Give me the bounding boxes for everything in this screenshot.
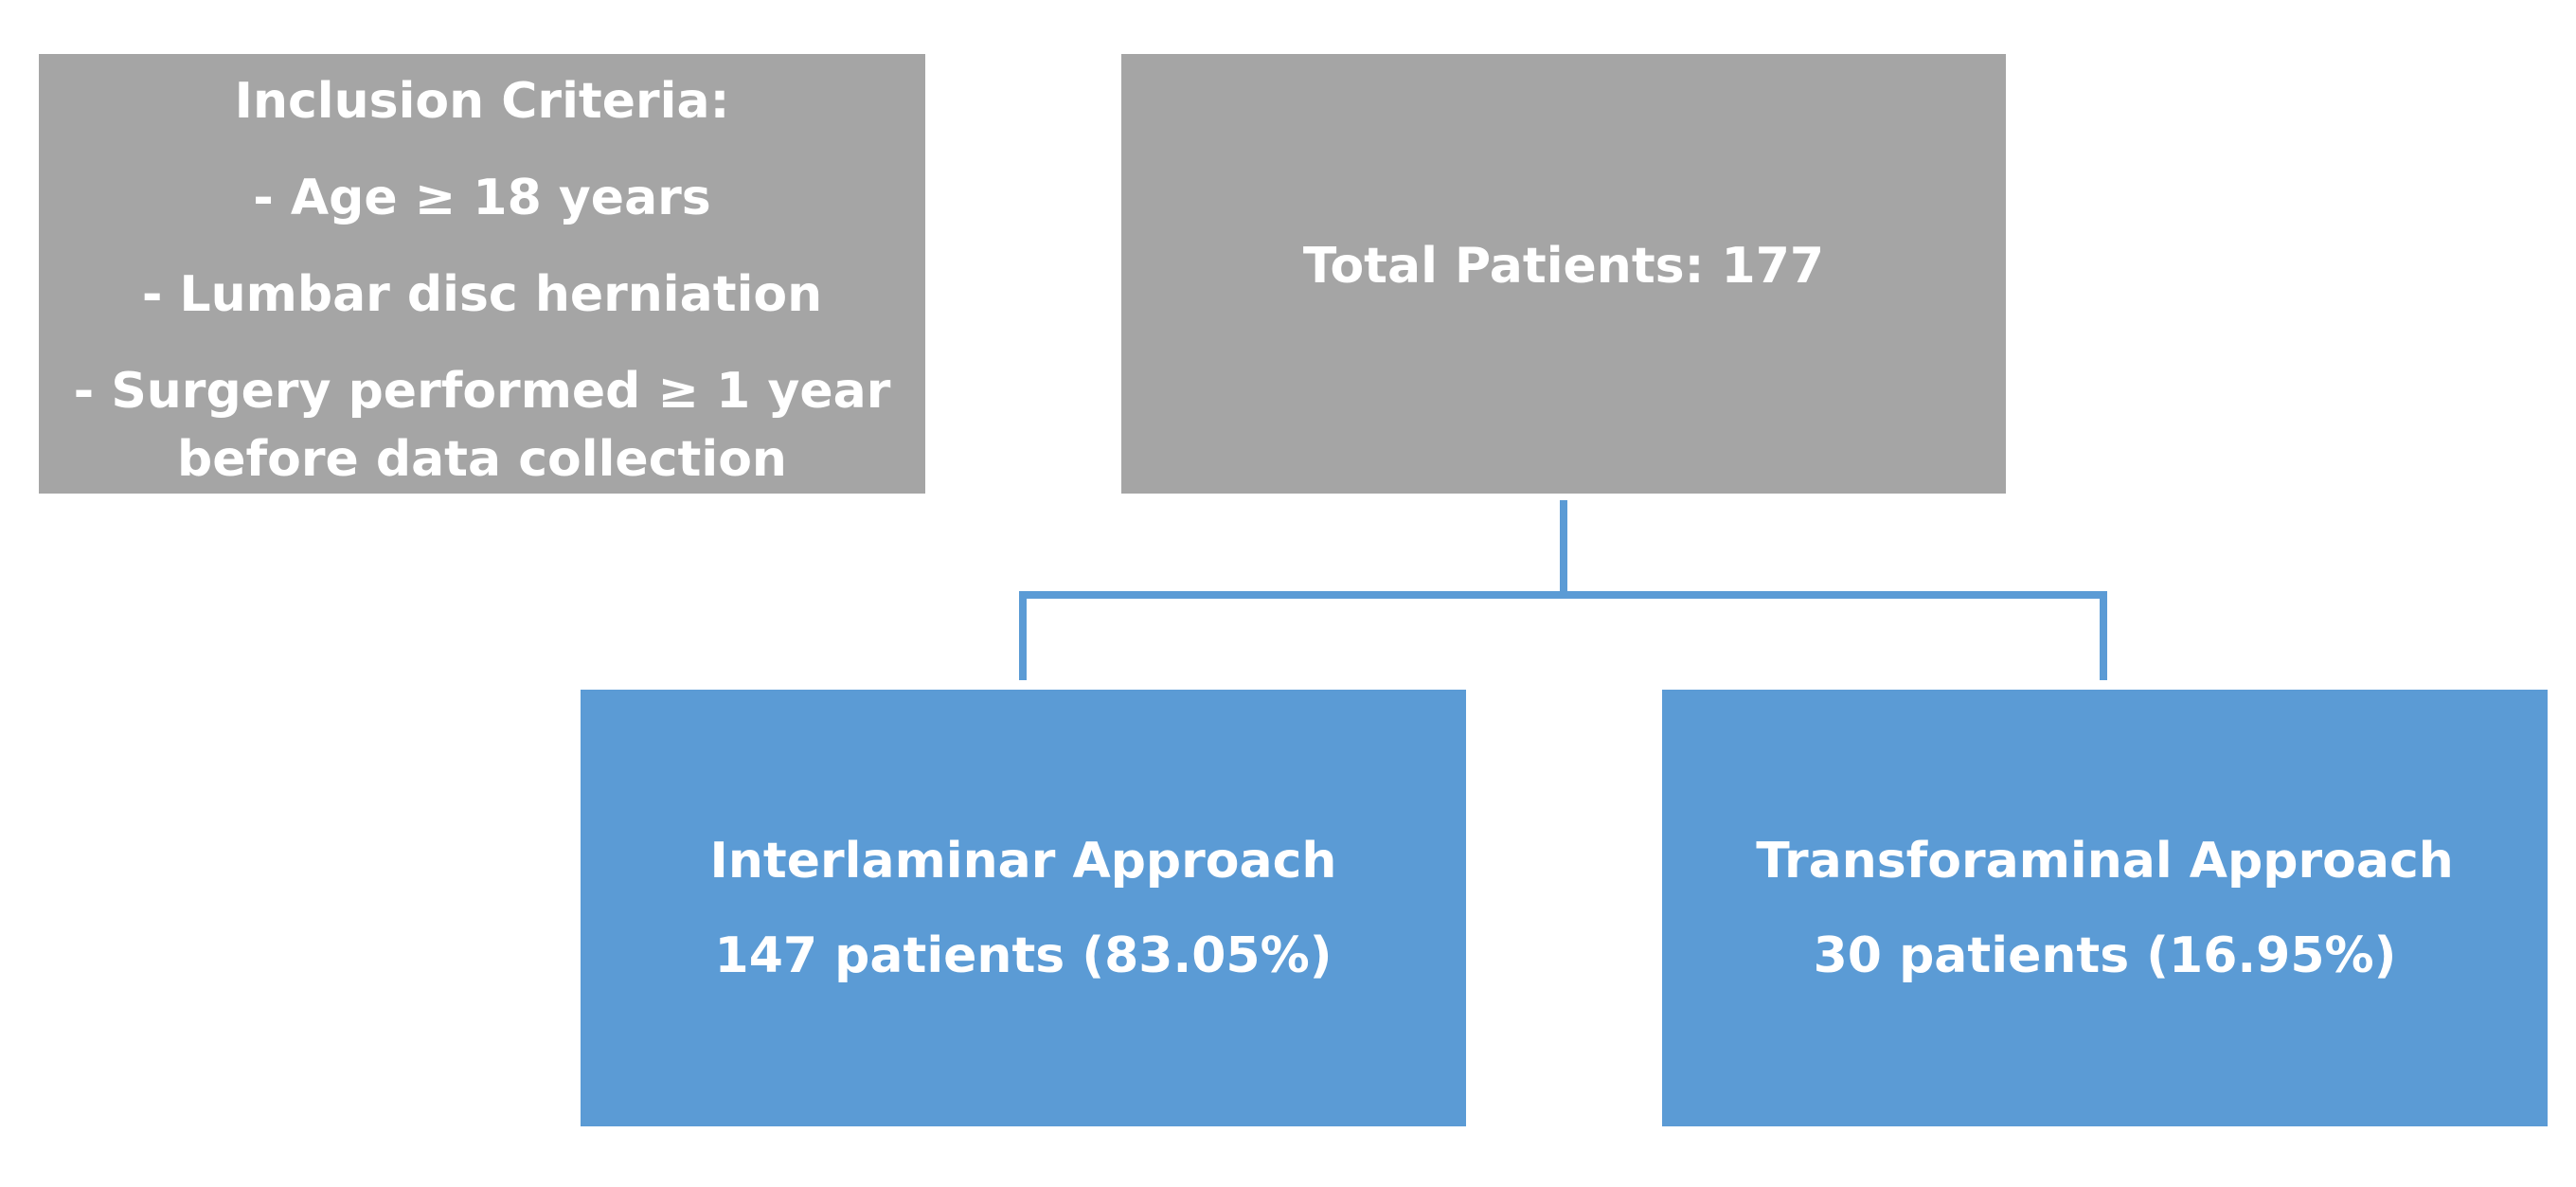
inclusion-criteria-title: Inclusion Criteria: xyxy=(234,73,730,130)
criterion-surgery: - Surgery performed ≥ 1 year before data… xyxy=(74,357,891,494)
criterion-age: - Age ≥ 18 years xyxy=(253,170,711,226)
interlaminar-count: 147 patients (83.05%) xyxy=(714,926,1333,984)
inclusion-criteria-box: Inclusion Criteria: - Age ≥ 18 years - L… xyxy=(39,54,925,494)
total-patients-box: Total Patients: 177 xyxy=(1121,54,2006,494)
criterion-lumbar: - Lumbar disc herniation xyxy=(141,266,823,323)
transforaminal-count: 30 patients (16.95%) xyxy=(1813,926,2397,984)
criterion-surgery-line1: - Surgery performed ≥ 1 year xyxy=(73,363,891,420)
total-patients-label: Total Patients: 177 xyxy=(1302,238,1825,295)
interlaminar-box: Interlaminar Approach 147 patients (83.0… xyxy=(581,690,1466,1126)
transforaminal-title: Transforaminal Approach xyxy=(1756,832,2454,890)
criterion-surgery-line2: before data collection xyxy=(177,431,787,488)
interlaminar-title: Interlaminar Approach xyxy=(709,832,1337,890)
transforaminal-box: Transforaminal Approach 30 patients (16.… xyxy=(1662,690,2548,1126)
